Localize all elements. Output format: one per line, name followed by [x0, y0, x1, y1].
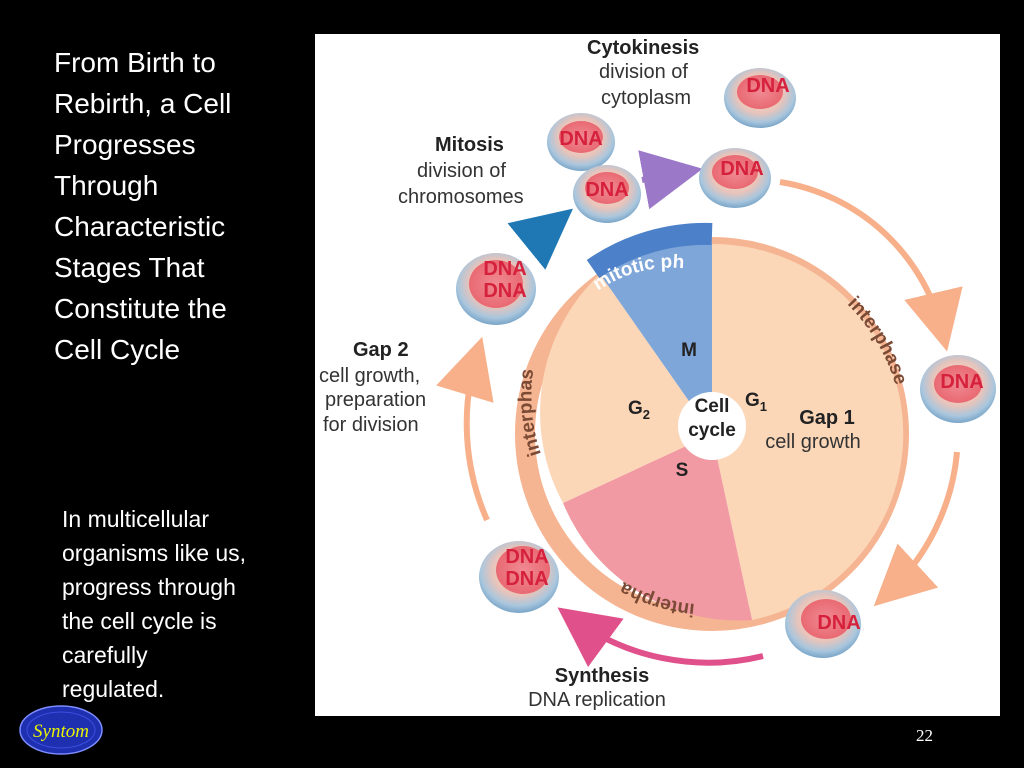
title-line: Progresses: [54, 129, 196, 160]
arrow-mitosis: [507, 208, 573, 270]
gap2-title: Gap 2: [353, 339, 409, 361]
cytokinesis-line2: cytoplasm: [601, 87, 691, 109]
body-line: progress through: [62, 574, 236, 600]
title-line: Through: [54, 170, 159, 201]
phase-g1-label: G1: [745, 390, 767, 414]
cell-synthesis: DNA DNA: [479, 541, 559, 613]
cell-mitosis-top: DNA: [547, 113, 615, 171]
arrow-g1-start: [779, 179, 963, 352]
gap2-line3: for division: [323, 414, 419, 436]
dna-label: DNA: [746, 75, 789, 97]
body-line: the cell cycle is: [62, 608, 217, 634]
mitosis-title: Mitosis: [435, 134, 504, 156]
gap1-title: Gap 1: [799, 407, 855, 429]
m-sector: [600, 243, 712, 434]
slide-number: 22: [916, 726, 933, 745]
dna-label: DNA: [940, 371, 983, 393]
body-line: carefully: [62, 642, 148, 668]
body-line: In multicellular: [62, 506, 209, 532]
cell-late-g1: DNA: [785, 590, 861, 658]
logo-text: Syntom: [33, 721, 89, 742]
dna-label: DNA: [720, 158, 763, 180]
synthesis-desc: DNA replication: [528, 689, 666, 711]
center-circle: [678, 392, 746, 460]
arrow-cytokinesis: [638, 150, 703, 210]
g1-sector: [712, 243, 904, 620]
synthesis-title: Synthesis: [555, 665, 649, 687]
center-line1: Cell: [695, 396, 730, 417]
dna-label: DNA: [505, 546, 548, 568]
phase-m-label: M: [681, 340, 697, 361]
cell-after-mitosis: DNA: [699, 148, 771, 208]
gap1-desc: cell growth: [765, 431, 861, 453]
arrow-g1-end: [873, 451, 960, 607]
cytokinesis-line1: division of: [599, 61, 688, 83]
gap2-line1: cell growth,: [319, 365, 420, 387]
arrow-gap2: [436, 336, 494, 522]
g2-sector: [540, 274, 712, 503]
phase-s-label: S: [676, 460, 689, 481]
cell-cycle-diagram: mitotic ph interphase interphas interpha…: [315, 34, 1000, 716]
body-line: organisms like us,: [62, 540, 247, 566]
phase-g2-label: G2: [628, 398, 650, 422]
s-sector: [563, 434, 752, 621]
cell-cytokinesis: DNA: [724, 68, 796, 128]
cytokinesis-title: Cytokinesis: [587, 37, 699, 59]
title-line: Constitute the: [54, 293, 227, 324]
body-line: regulated.: [62, 676, 165, 702]
slide-body-text: In multicellular organisms like us, prog…: [62, 502, 312, 706]
dna-label: DNA: [483, 280, 526, 302]
arrow-synthesis: [557, 607, 764, 668]
slide-title: From Birth to Rebirth, a Cell Progresses…: [54, 42, 304, 370]
dna-label: DNA: [505, 568, 548, 590]
mitosis-line1: division of: [417, 160, 506, 182]
mitotic-band: [586, 222, 713, 279]
title-line: From Birth to: [54, 47, 216, 78]
syntom-logo: Syntom: [19, 705, 103, 755]
title-line: Stages That: [54, 252, 205, 283]
title-line: Characteristic: [54, 211, 226, 242]
cell-cycle-svg: mitotic ph interphase interphas interpha…: [319, 37, 996, 711]
cell-g2: DNA DNA: [456, 253, 536, 325]
dna-label: DNA: [585, 179, 628, 201]
gap2-line2: preparation: [325, 389, 426, 411]
dna-label: DNA: [817, 612, 860, 634]
title-line: Rebirth, a Cell: [54, 88, 232, 119]
mitosis-line2: chromosomes: [398, 186, 524, 208]
dna-label: DNA: [483, 258, 526, 280]
cell-mitosis-bottom: DNA: [573, 165, 641, 223]
cell-g1: DNA: [920, 355, 996, 423]
center-line2: cycle: [688, 420, 736, 441]
title-line: Cell Cycle: [54, 334, 181, 365]
dna-label: DNA: [559, 128, 602, 150]
